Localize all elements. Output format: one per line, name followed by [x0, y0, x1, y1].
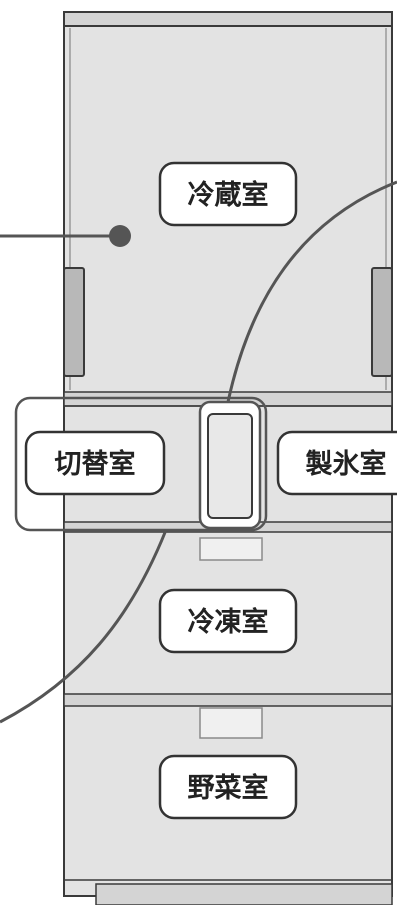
leader-line-ice-maker: [226, 180, 397, 403]
label-ice-maker: 製氷室: [276, 430, 397, 496]
freezer-handle-recess: [199, 537, 263, 561]
base-plate: [95, 883, 393, 905]
label-vegetable: 野菜室: [158, 754, 298, 820]
leader-dot-refrigerator: [109, 225, 131, 247]
divider-lower: [63, 693, 393, 707]
label-switch-room: 切替室: [24, 430, 166, 496]
label-refrigerator-text: 冷蔵室: [188, 179, 269, 211]
label-switch-room-text: 切替室: [55, 448, 136, 480]
label-freezer: 冷凍室: [158, 588, 298, 654]
door-handle-right: [371, 267, 393, 377]
ice-maker-slot-inner: [207, 413, 253, 519]
switch-room-callout-frame: [14, 396, 268, 532]
leader-line-switch-room: [0, 529, 168, 724]
vegetable-handle-recess: [199, 707, 263, 739]
label-vegetable-text: 野菜室: [188, 772, 269, 804]
door-handle-left: [63, 267, 85, 377]
label-freezer-text: 冷凍室: [188, 606, 269, 638]
label-ice-maker-text: 製氷室: [306, 448, 387, 480]
label-refrigerator: 冷蔵室: [158, 161, 298, 227]
